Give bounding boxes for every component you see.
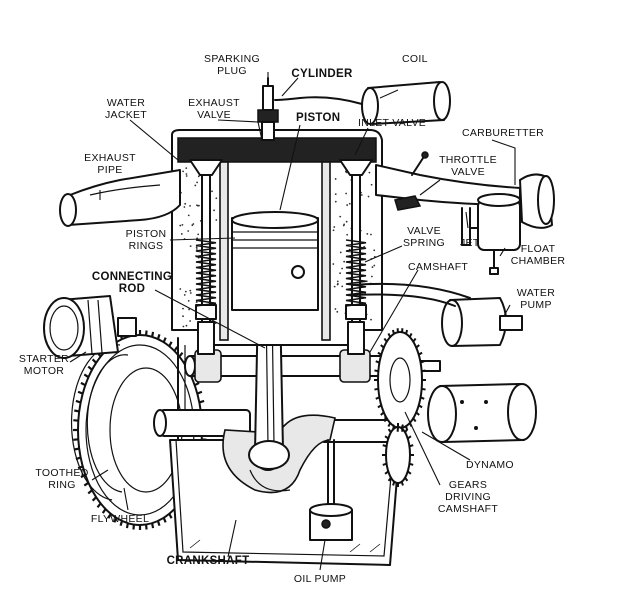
label-gears-1: GEARS bbox=[449, 479, 487, 491]
label-exhaust-valve-2: VALVE bbox=[197, 109, 231, 121]
label-piston: PISTON bbox=[296, 112, 340, 124]
leader-lines bbox=[69, 72, 516, 571]
label-inlet-valve: INLET VALVE bbox=[358, 117, 426, 129]
label-valve-spring-2: SPRING bbox=[403, 237, 445, 249]
label-gears-2: DRIVING bbox=[445, 491, 491, 503]
label-cylinder: CYLINDER bbox=[291, 68, 353, 80]
label-piston-rings-1: PISTON bbox=[126, 228, 167, 240]
jet bbox=[461, 207, 479, 246]
label-starter-motor-2: MOTOR bbox=[24, 365, 65, 377]
exhaust-pipe bbox=[59, 169, 181, 227]
sparking-plug bbox=[257, 77, 279, 141]
label-exhaust-valve-1: EXHAUST bbox=[188, 97, 240, 109]
label-oil-pump: OIL PUMP bbox=[294, 573, 346, 585]
label-coil: COIL bbox=[402, 53, 428, 65]
label-sparking-plug-2: PLUG bbox=[217, 65, 247, 77]
label-water-jacket-1: WATER bbox=[107, 97, 145, 109]
label-exhaust-pipe-1: EXHAUST bbox=[84, 152, 136, 164]
label-water-jacket-2: JACKET bbox=[105, 109, 147, 121]
oil-pump bbox=[309, 439, 353, 541]
label-camshaft: CAMSHAFT bbox=[408, 261, 468, 273]
coil bbox=[274, 81, 451, 125]
water-pump bbox=[351, 282, 523, 347]
labels: SPARKING PLUG COIL CYLINDER WATER JACKET… bbox=[19, 53, 565, 585]
label-sparking-plug-1: SPARKING bbox=[204, 53, 260, 65]
throttle-valve bbox=[394, 151, 429, 211]
label-toothed-ring-2: RING bbox=[48, 479, 75, 491]
label-throttle-valve-2: VALVE bbox=[451, 166, 485, 178]
label-crankshaft: CRANKSHAFT bbox=[167, 555, 250, 567]
label-piston-rings-2: RINGS bbox=[129, 240, 164, 252]
label-valve-spring-1: VALVE bbox=[407, 225, 441, 237]
label-gears-3: CAMSHAFT bbox=[438, 503, 498, 515]
label-float-chamber-2: CHAMBER bbox=[511, 255, 566, 267]
label-dynamo: DYNAMO bbox=[466, 459, 514, 471]
label-throttle-valve-1: THROTTLE bbox=[439, 154, 497, 166]
tappets bbox=[197, 321, 365, 355]
timing-gears bbox=[374, 328, 426, 487]
label-jet: JET bbox=[460, 237, 480, 249]
label-connecting-rod-2: ROD bbox=[119, 283, 145, 295]
float-chamber bbox=[477, 193, 521, 275]
label-toothed-ring-1: TOOTHED bbox=[35, 467, 88, 479]
label-connecting-rod-1: CONNECTING bbox=[92, 271, 172, 283]
label-starter-motor-1: STARTER bbox=[19, 353, 69, 365]
label-water-pump-1: WATER bbox=[517, 287, 555, 299]
label-exhaust-pipe-2: PIPE bbox=[97, 164, 122, 176]
label-carburetter: CARBURETTER bbox=[462, 127, 544, 139]
valve-springs bbox=[195, 239, 367, 307]
label-water-pump-2: PUMP bbox=[520, 299, 552, 311]
piston bbox=[231, 211, 319, 311]
starter-motor bbox=[43, 295, 137, 359]
dynamo bbox=[427, 383, 537, 443]
label-float-chamber-1: FLOAT bbox=[521, 243, 556, 255]
label-flywheel: FLYWHEEL bbox=[91, 513, 149, 525]
